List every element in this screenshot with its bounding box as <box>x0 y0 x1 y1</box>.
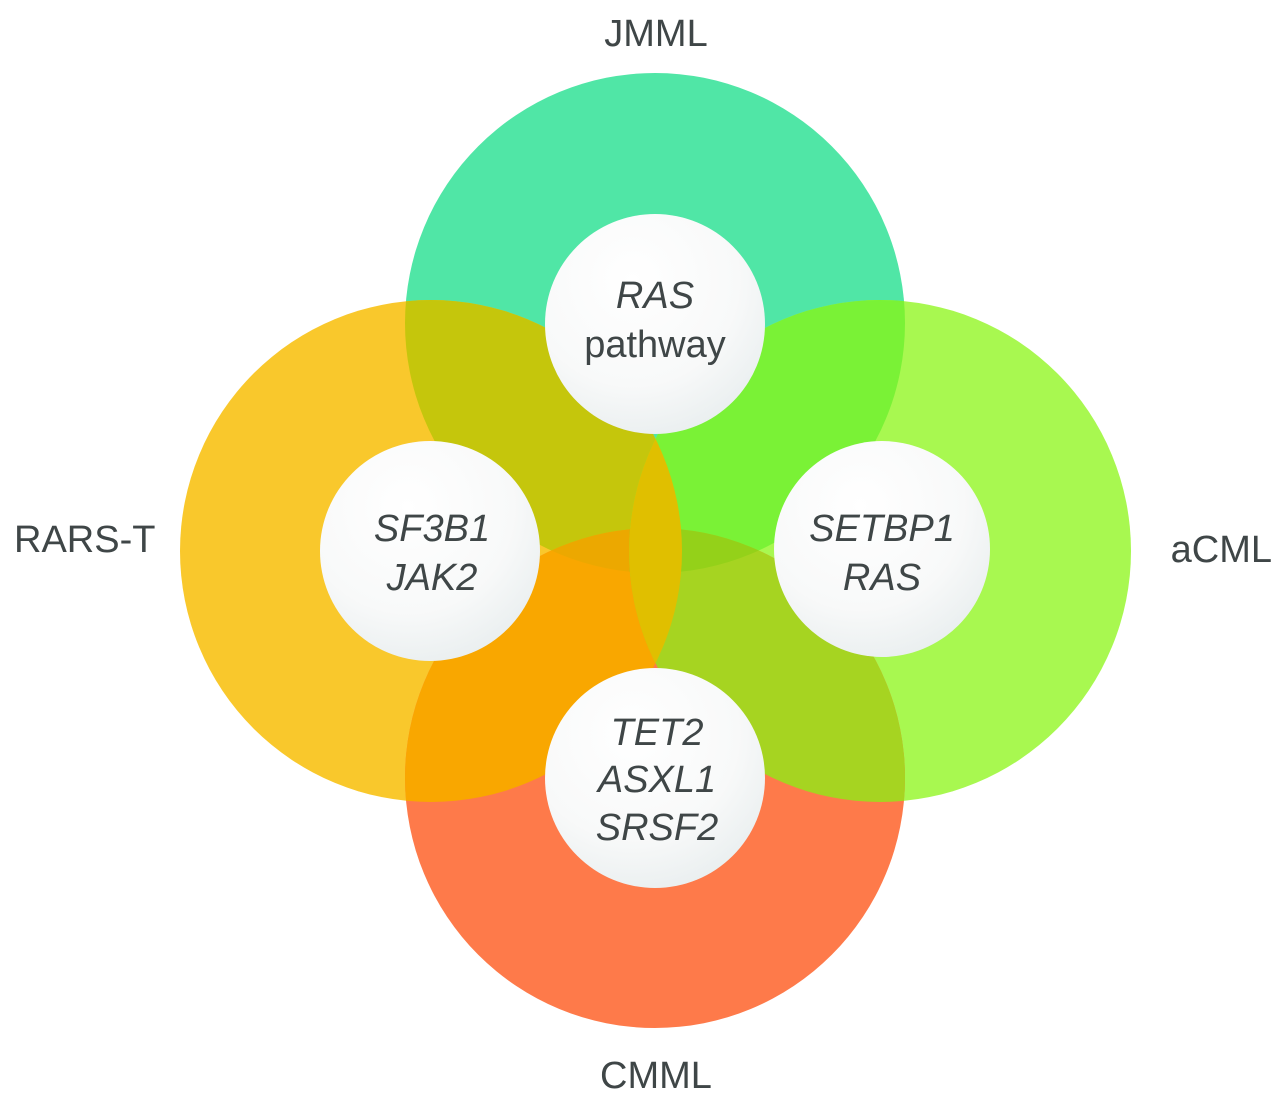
cmml-gene-3: SRSF2 <box>596 807 718 849</box>
cmml-gene-2: ASXL1 <box>596 759 716 801</box>
cmml-gene-1: TET2 <box>611 712 704 754</box>
jmml-gene-1: RAS <box>616 275 694 317</box>
cmml-label: CMML <box>600 1055 712 1097</box>
acml-gene-2: RAS <box>843 557 921 599</box>
outer-labels: JMML RARS-T aCML CMML <box>14 13 1272 1097</box>
rars-t-gene-1: SF3B1 <box>374 508 490 550</box>
acml-label: aCML <box>1171 529 1272 571</box>
gene-texts: RAS pathway SF3B1 JAK2 SETBP1 RAS TET2 A… <box>374 275 955 849</box>
cmml-inner-circle <box>545 668 765 888</box>
jmml-inner-circle <box>545 214 765 434</box>
rars-t-label: RARS-T <box>14 519 155 561</box>
jmml-gene-2: pathway <box>584 324 726 366</box>
jmml-label: JMML <box>604 13 707 55</box>
rars-t-gene-2: JAK2 <box>386 557 478 599</box>
acml-gene-1: SETBP1 <box>809 508 955 550</box>
acml-inner-circle <box>774 441 990 657</box>
rars-t-inner-circle <box>320 441 540 661</box>
inner-circles <box>320 214 990 888</box>
